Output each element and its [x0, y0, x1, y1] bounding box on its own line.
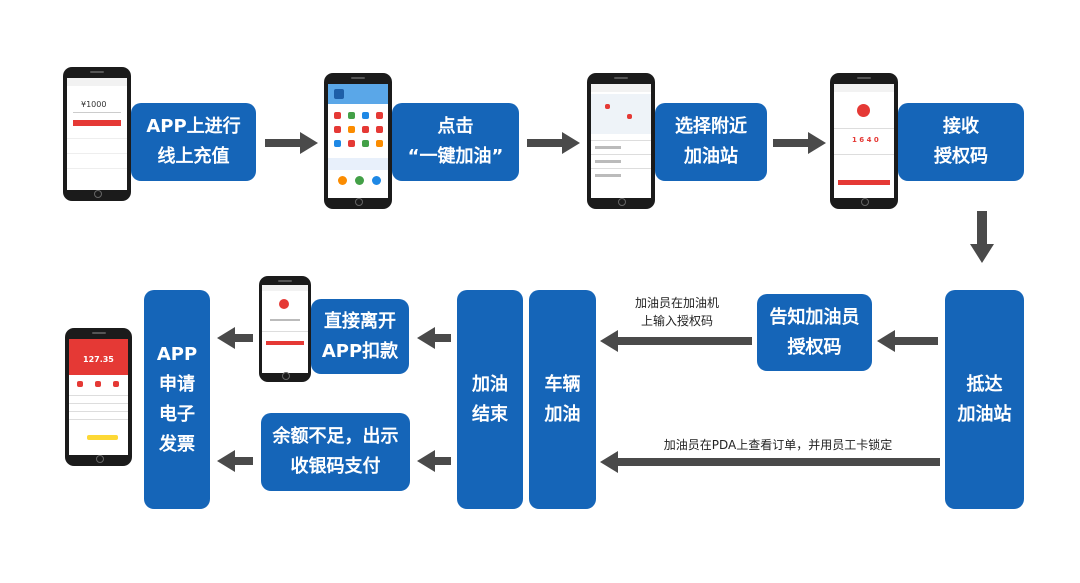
phone-home-button [95, 455, 104, 463]
arrow-right-3 [773, 132, 826, 154]
phone-speaker [351, 77, 365, 79]
recharge-confirm-bar [73, 120, 121, 126]
phone-speaker [90, 71, 104, 73]
phone-screen [591, 84, 651, 198]
step-insufficient-box: 余额不足，出示 收银码支付 [261, 413, 410, 491]
phone-home-button [282, 372, 290, 380]
arrow-right-1 [265, 132, 318, 154]
recharge-amount-text: ¥1000 [81, 100, 107, 109]
phone-station-list-screen [587, 73, 655, 209]
station-logo-icon [857, 104, 870, 117]
step-receive-code-box: 接收 授权码 [898, 103, 1024, 181]
phone-deduction-screen [259, 276, 311, 382]
step-refuel-box: 车辆 加油 [529, 290, 596, 509]
arrow-left-to-invoice-upper [217, 327, 253, 349]
arrow-left-lower-long [600, 451, 940, 473]
arrow-right-2 [527, 132, 580, 154]
phone-screen: 1 6 4 0 [834, 84, 894, 198]
note-lower: 加油员在PDA上查看订单，并用员工卡锁定 [663, 438, 893, 452]
step-recharge-box: APP上进行 线上充值 [131, 103, 256, 181]
auth-confirm-bar [838, 180, 890, 185]
invoice-apply-bar [87, 435, 118, 440]
step-leave-deduct-box: 直接离开 APP扣款 [311, 299, 409, 374]
step-invoice-box: APP 申请 电子 发票 [144, 290, 210, 509]
phone-speaker [614, 77, 628, 79]
phone-home-button [94, 190, 102, 198]
arrow-left-to-leave [417, 327, 451, 349]
deduct-confirm-bar [266, 341, 304, 345]
arrow-left-to-insufficient [417, 450, 451, 472]
phone-home-screen [324, 73, 392, 209]
phone-home-button [861, 198, 869, 206]
step-one-click-box: 点击 “一键加油” [392, 103, 519, 181]
arrow-down [970, 211, 994, 263]
auth-code-text: 1 6 4 0 [852, 136, 879, 144]
phone-home-button [618, 198, 626, 206]
step-finish-box: 加油 结束 [457, 290, 523, 509]
step-arrive-box: 抵达 加油站 [945, 290, 1024, 509]
step-select-station-box: 选择附近 加油站 [655, 103, 767, 181]
phone-home-button [355, 198, 363, 206]
phone-speaker [857, 77, 871, 79]
phone-speaker [91, 332, 106, 334]
phone-screen [328, 84, 388, 198]
arrow-left-to-invoice-lower [217, 450, 253, 472]
invoice-amount-text: 127.35 [83, 355, 114, 364]
arrow-left-upper-long [600, 330, 752, 352]
phone-recharge-screen: ¥1000 [63, 67, 131, 201]
phone-screen: ¥1000 [67, 78, 127, 190]
phone-screen: 127.35 [69, 339, 128, 455]
phone-screen [262, 285, 308, 373]
step-tell-attendant-box: 告知加油员 授权码 [757, 294, 872, 371]
phone-speaker [278, 280, 292, 282]
phone-auth-code-screen: 1 6 4 0 [830, 73, 898, 209]
arrow-left-to-tell [877, 330, 938, 352]
note-upper: 加油员在加油机 上输入授权码 [634, 296, 719, 328]
phone-invoice-screen: 127.35 [65, 328, 132, 466]
